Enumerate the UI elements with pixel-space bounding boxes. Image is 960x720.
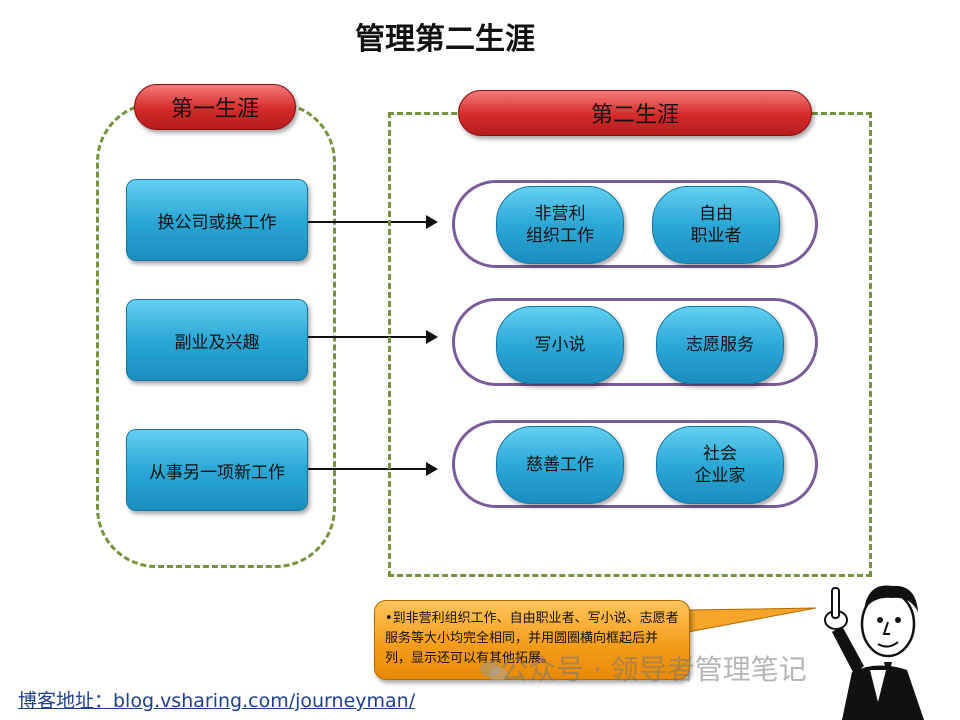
second-career-item-volunteer: 志愿服务 xyxy=(656,306,784,384)
arrow-2 xyxy=(308,330,438,344)
second-career-item-social-entrepreneur: 社会 企业家 xyxy=(656,426,784,504)
second-career-header: 第二生涯 xyxy=(458,90,812,136)
callout-note: •到非营利组织工作、自由职业者、写小说、志愿者服务等大小均完全相同，并用圆圈横向… xyxy=(374,600,690,680)
first-career-item-new-work: 从事另一项新工作 xyxy=(126,429,308,511)
second-career-item-nonprofit: 非营利 组织工作 xyxy=(496,186,624,264)
callout-pointer xyxy=(688,607,817,633)
first-career-item-change-job: 换公司或换工作 xyxy=(126,179,308,261)
blog-link[interactable]: 博客地址：blog.vsharing.com/journeyman/ xyxy=(18,690,416,712)
arrow-3 xyxy=(308,462,438,476)
first-career-header: 第一生涯 xyxy=(134,84,296,130)
second-career-item-charity: 慈善工作 xyxy=(496,426,624,504)
second-career-item-novel: 写小说 xyxy=(496,306,624,384)
wechat-icon xyxy=(480,661,507,681)
arrow-1 xyxy=(308,215,438,229)
cartoon-man-icon xyxy=(824,585,924,720)
watermark-text: 公众号 · 领导者管理笔记 xyxy=(500,653,807,686)
first-career-item-side-business: 副业及兴趣 xyxy=(126,299,308,381)
second-career-item-freelancer: 自由 职业者 xyxy=(652,186,780,264)
page-title: 管理第二生涯 xyxy=(355,22,535,57)
